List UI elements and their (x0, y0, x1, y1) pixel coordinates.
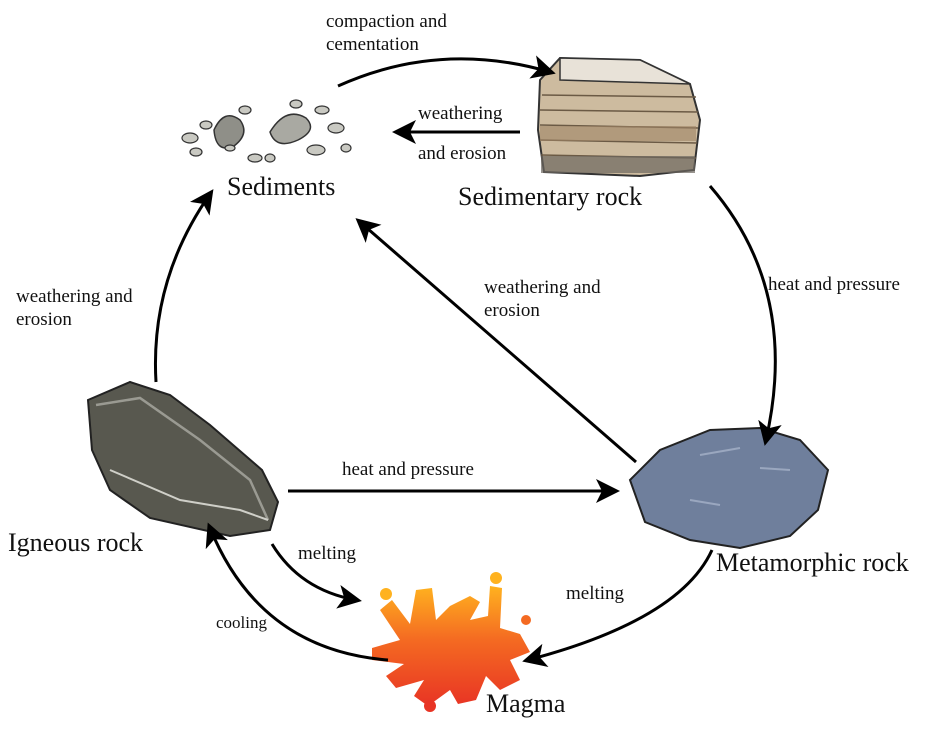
edge-label-cooling: cooling (216, 614, 267, 632)
arrow-compaction (338, 59, 550, 86)
node-label-sedimentary-rock: Sedimentary rock (458, 183, 642, 210)
edge-label-weathering-center-1: weathering and (484, 278, 601, 298)
node-label-igneous-rock: Igneous rock (8, 529, 143, 556)
edge-label-compaction-1: compaction and (326, 12, 447, 32)
igneous-rock-illustration (88, 382, 278, 536)
edge-label-melting-right: melting (566, 584, 624, 604)
edge-label-melting-left: melting (298, 544, 356, 564)
arrow-weathering-center (360, 222, 636, 462)
arrow-heat-pressure-right (710, 186, 775, 440)
metamorphic-rock-illustration (630, 428, 828, 548)
edge-label-heat-pressure-right: heat and pressure (768, 275, 900, 295)
node-label-metamorphic-rock: Metamorphic rock (716, 549, 909, 576)
node-label-sediments: Sediments (227, 173, 335, 200)
edge-label-weathering-center-2: erosion (484, 301, 540, 321)
sediments-illustration (182, 100, 351, 162)
arrow-melting-right (528, 550, 712, 660)
edge-label-weathering-top-1: weathering (418, 104, 502, 124)
arrow-weathering-left (155, 194, 210, 382)
edge-label-weathering-left-2: erosion (16, 310, 72, 330)
edge-label-weathering-left-1: weathering and (16, 287, 133, 307)
node-label-magma: Magma (486, 690, 565, 717)
sedimentary-rock-illustration (538, 58, 700, 176)
edge-label-weathering-top-2: and erosion (418, 144, 506, 164)
edge-label-heat-pressure-center: heat and pressure (342, 460, 474, 480)
edge-label-compaction-2: cementation (326, 35, 419, 55)
